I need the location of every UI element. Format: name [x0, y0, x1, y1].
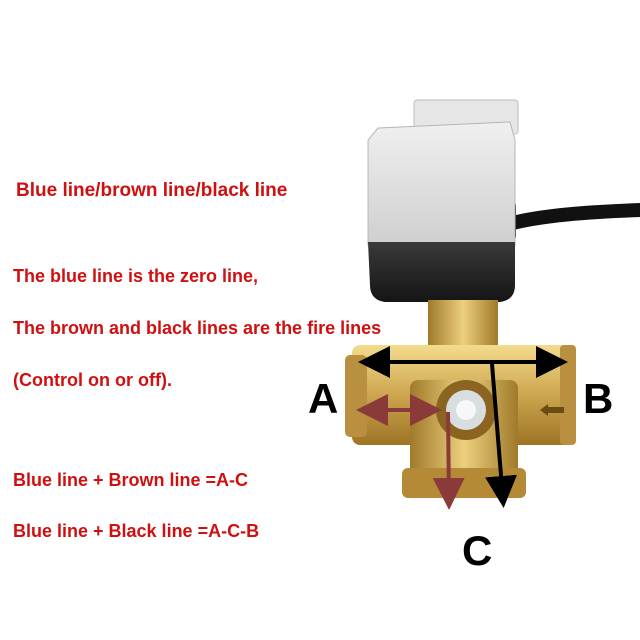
- port-c-label: C: [462, 527, 493, 574]
- actuator: [367, 99, 519, 302]
- valve-body: [345, 345, 576, 498]
- combo-acb-text: Blue line + Black line =A-C-B: [13, 521, 260, 541]
- black-line-path: [358, 346, 568, 508]
- actuator-cable: [496, 200, 640, 242]
- brown-line-path: [356, 394, 465, 510]
- heading-text: Blue line/brown line/black line: [16, 180, 288, 201]
- port-a-label: A: [308, 375, 339, 422]
- control-text: (Control on or off).: [13, 370, 172, 390]
- port-b-label: B: [583, 375, 614, 422]
- fire-lines-text: The brown and black lines are the fire l…: [13, 318, 382, 338]
- valve-stem: [428, 300, 498, 348]
- zero-line-text: The blue line is the zero line,: [13, 266, 259, 286]
- combo-ac-text: Blue line + Brown line =A-C: [13, 470, 249, 490]
